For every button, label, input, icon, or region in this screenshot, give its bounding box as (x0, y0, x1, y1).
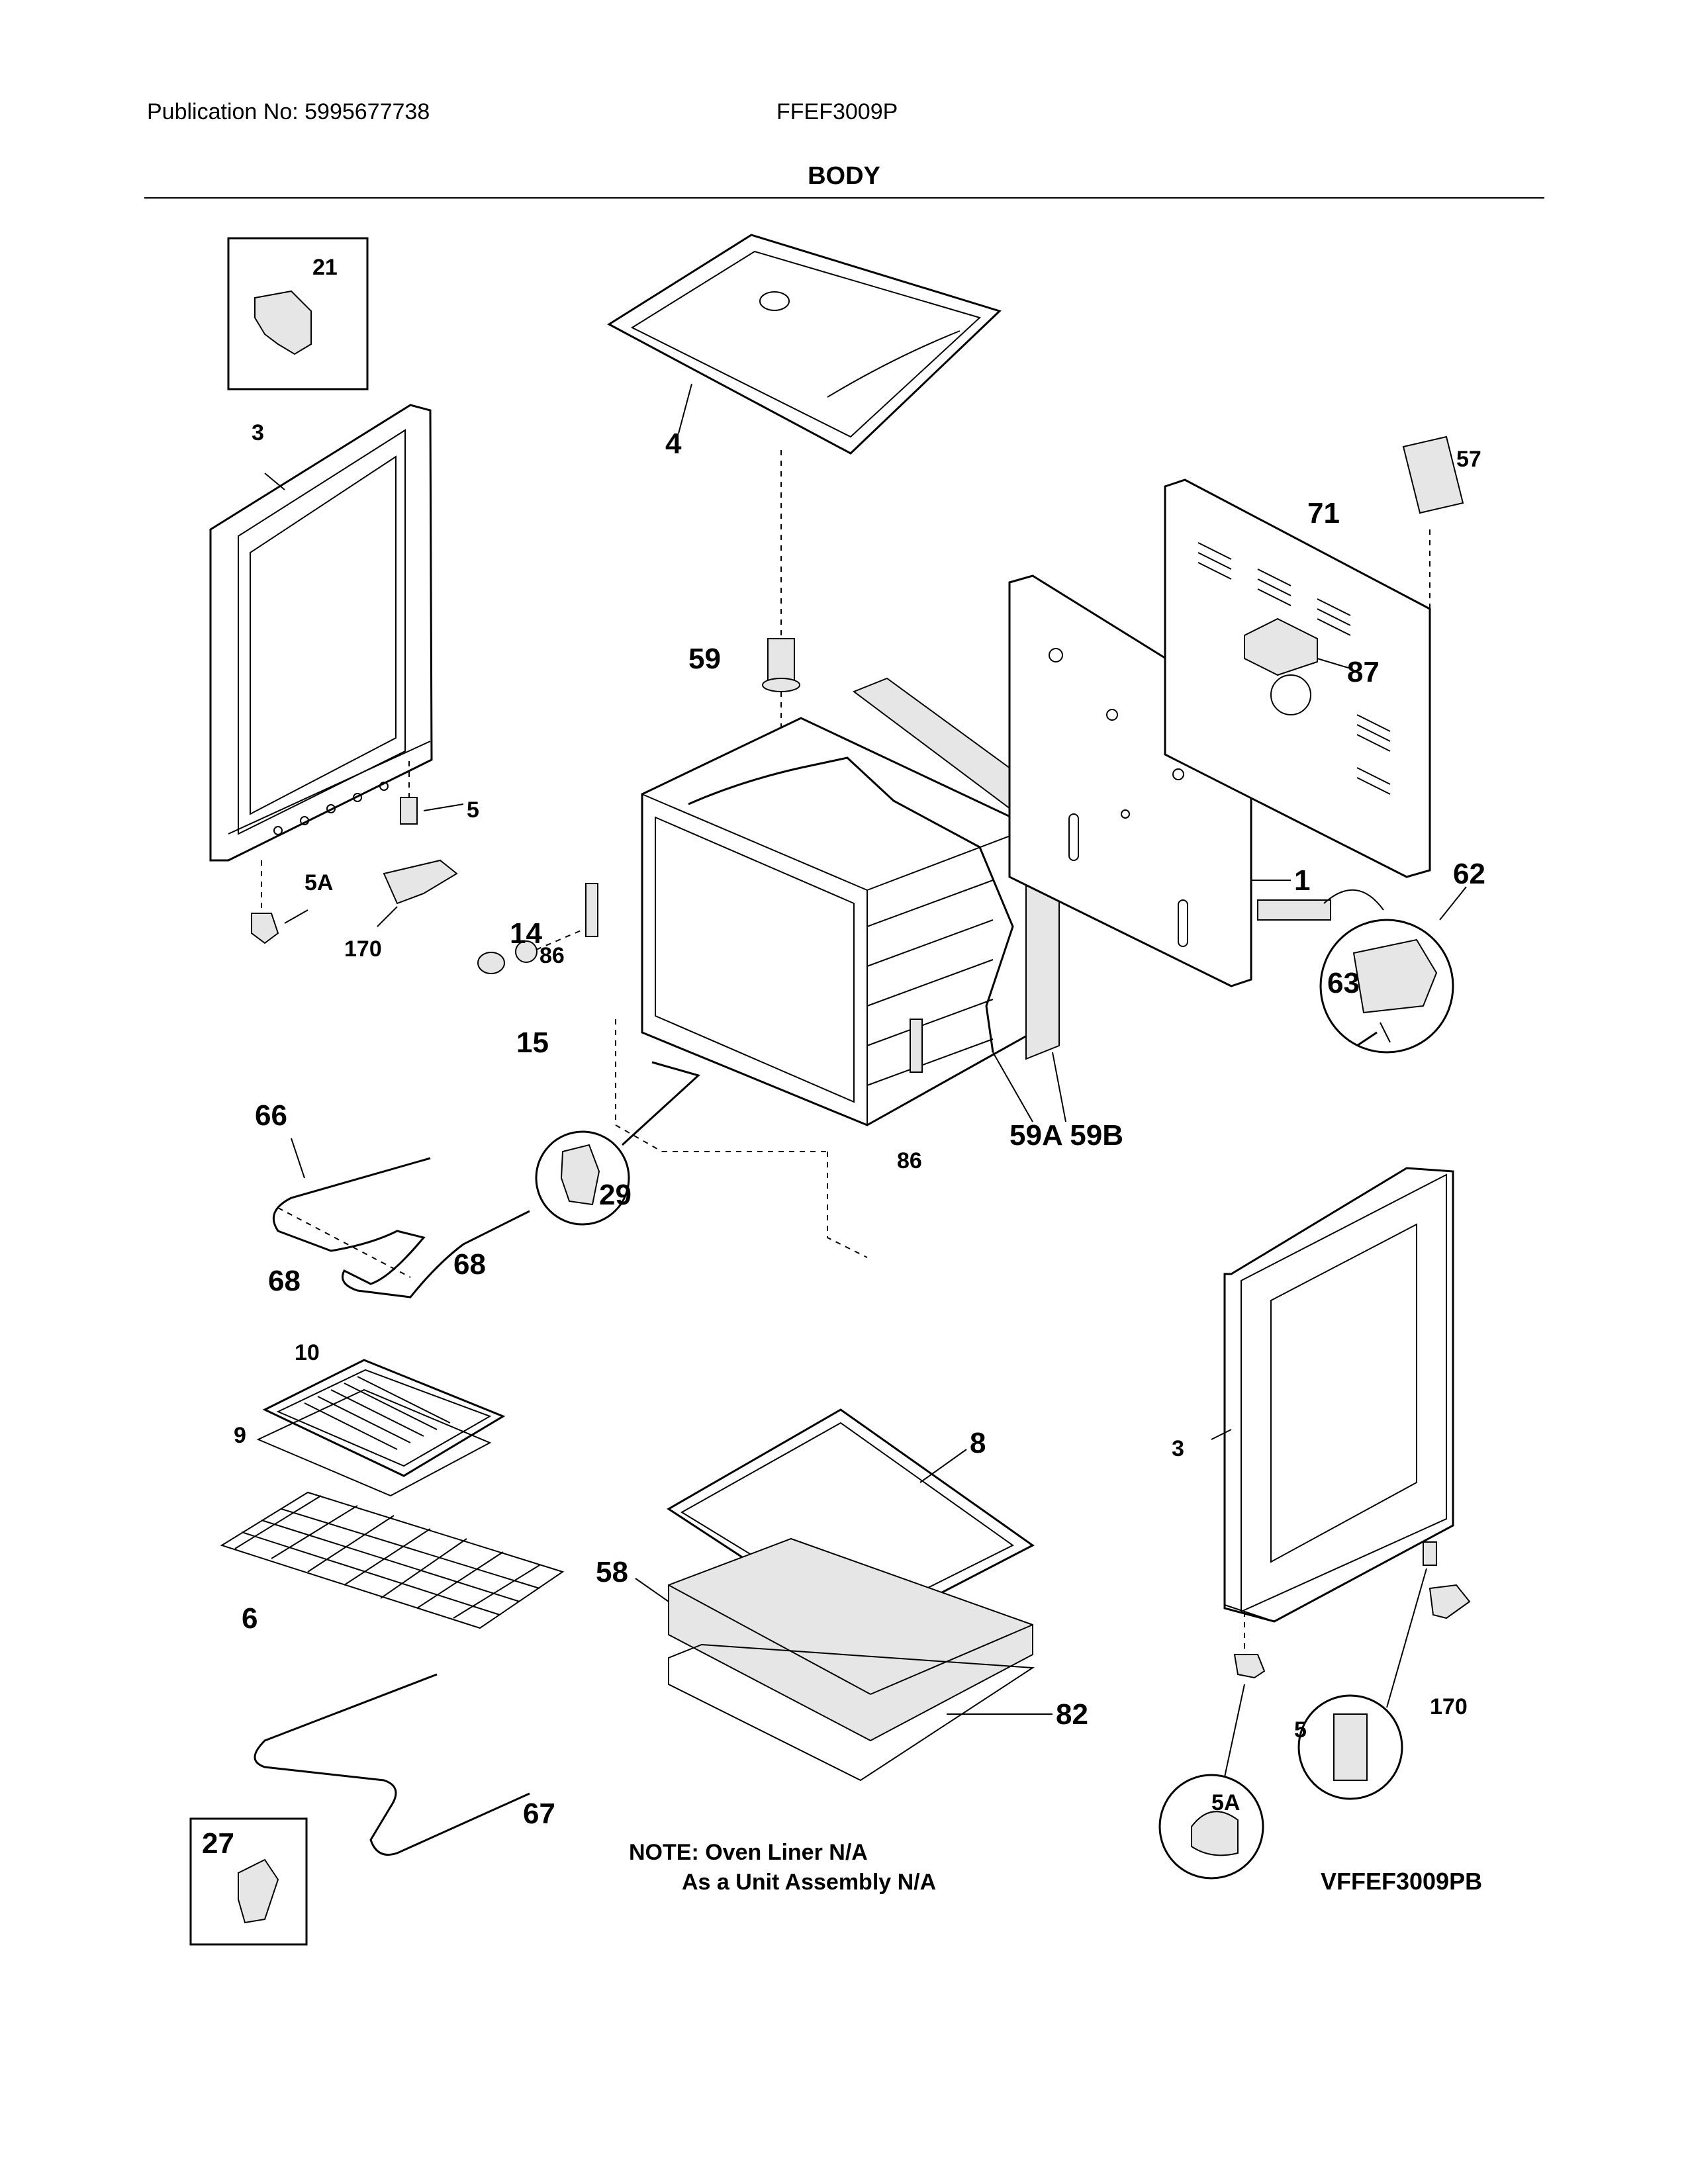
rear-cover: 71 (1164, 478, 1431, 878)
oven-bottom-assembly: 8 58 82 (596, 1408, 1088, 1782)
oven-cavity (615, 717, 1034, 1258)
oven-rack: 6 (220, 1491, 565, 1635)
callout-14: 14 (510, 917, 542, 950)
callout-15: 15 (516, 1026, 549, 1059)
insulation-blanket: 59A 59B (688, 677, 1123, 1152)
broil-element: 66 68 68 (255, 1099, 530, 1298)
note-line-2: As a Unit Assembly N/A (682, 1870, 936, 1895)
callout-3-right: 3 (1172, 1436, 1184, 1461)
right-side-panel: 3 (1172, 1167, 1454, 1623)
callout-10: 10 (295, 1340, 320, 1365)
callout-59: 59 (688, 643, 721, 675)
callout-6: 6 (242, 1602, 258, 1635)
callout-5-left: 5 (467, 797, 479, 823)
callout-63: 63 (1327, 967, 1360, 999)
bake-element: 67 (254, 1673, 555, 1856)
callout-5a-right: 5A (1211, 1790, 1240, 1815)
right-leveling-hardware: 170 5 5A (1158, 1541, 1471, 1880)
callout-57: 57 (1456, 447, 1481, 472)
callout-5-right: 5 (1294, 1717, 1307, 1743)
part-27-inset: 27 (189, 1817, 308, 1946)
left-side-panel: 3 (209, 404, 433, 862)
publication-number: Publication No: 5995677738 (147, 99, 430, 124)
figure-code: VFFEF3009PB (1321, 1868, 1482, 1895)
left-leveling-hardware: 5 5A 170 (251, 761, 479, 962)
top-panel: 4 (607, 234, 1002, 635)
callout-21: 21 (312, 255, 338, 280)
page-title: BODY (808, 162, 880, 190)
callout-82: 82 (1056, 1698, 1088, 1731)
callout-27: 27 (202, 1827, 234, 1860)
callout-3-left: 3 (252, 420, 264, 445)
callout-68-left: 68 (268, 1265, 301, 1297)
part-21-inset: 21 (227, 237, 369, 390)
callout-170-right: 170 (1430, 1694, 1468, 1719)
callout-62: 62 (1453, 858, 1485, 890)
callout-29: 29 (599, 1179, 632, 1211)
callout-66: 66 (255, 1099, 287, 1132)
broiler-pan: 10 9 (234, 1340, 506, 1497)
callout-4: 4 (665, 428, 682, 460)
terminal-block: 62 63 (1257, 858, 1485, 1054)
callout-86-b: 86 (897, 1148, 922, 1173)
callout-71: 71 (1307, 497, 1340, 529)
callout-170-left: 170 (344, 936, 382, 962)
callout-68-right: 68 (453, 1248, 486, 1281)
callout-1: 1 (1294, 864, 1310, 897)
callout-8: 8 (970, 1427, 986, 1459)
callout-86-a: 86 (539, 943, 565, 968)
header-rule (144, 197, 1544, 199)
part-87: 87 (1244, 617, 1380, 688)
part-29-detail: 29 (535, 1061, 700, 1226)
part-57: 57 (1402, 435, 1481, 860)
callout-5a-left: 5A (305, 870, 333, 895)
callout-87: 87 (1347, 656, 1380, 688)
callout-58: 58 (596, 1556, 628, 1588)
oven-lamp-and-receptacles: 14 86 15 86 (477, 883, 923, 1173)
callout-67: 67 (523, 1797, 555, 1830)
callout-9: 9 (234, 1423, 246, 1448)
callout-59a-59b: 59A 59B (1009, 1119, 1123, 1152)
model-number: FFEF3009P (776, 99, 898, 124)
note-line-1: NOTE: Oven Liner N/A (629, 1840, 868, 1865)
